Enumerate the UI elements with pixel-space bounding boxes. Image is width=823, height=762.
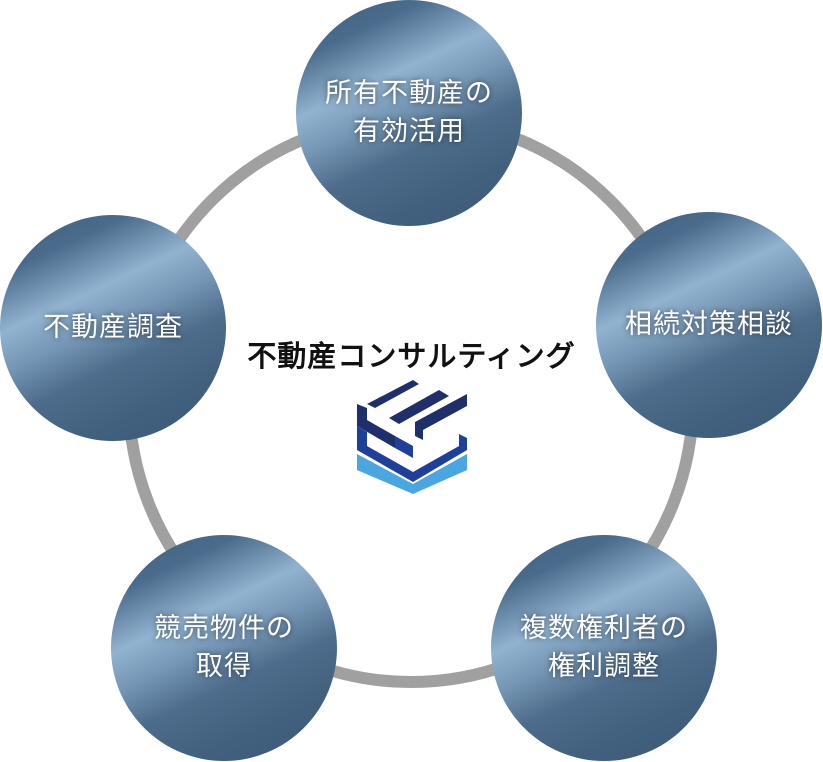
- node-label: 競売物件の取得: [154, 610, 294, 686]
- node-inheritance-consultation[interactable]: 相続対策相談: [596, 212, 822, 438]
- label-line: 取得: [196, 651, 252, 682]
- label-line: 競売物件の: [154, 613, 294, 644]
- node-label: 所有不動産の有効活用: [325, 75, 493, 151]
- logo-bar: [395, 436, 413, 458]
- company-logo-icon: [357, 380, 467, 494]
- label-line: 複数権利者の: [520, 613, 688, 644]
- logo-bar: [415, 394, 467, 440]
- label-line: 相続対策相談: [625, 309, 793, 340]
- node-property-utilization[interactable]: 所有不動産の有効活用: [296, 0, 522, 226]
- logo-bar: [357, 404, 395, 448]
- label-line: 所有不動産の: [325, 78, 493, 109]
- label-line: 権利調整: [548, 651, 660, 682]
- logo-bar: [357, 454, 467, 494]
- center-title: 不動産コンサルティング: [247, 339, 576, 373]
- logo-bar: [367, 380, 419, 408]
- node-property-survey[interactable]: 不動産調査: [0, 215, 226, 441]
- node-label: 複数権利者の権利調整: [520, 610, 688, 686]
- node-rights-adjustment[interactable]: 複数権利者の権利調整: [491, 535, 717, 761]
- node-auction-acquisition[interactable]: 競売物件の取得: [111, 535, 337, 761]
- label-line: 不動産調査: [43, 312, 183, 343]
- logo-bar: [357, 426, 467, 482]
- logo-bar: [389, 390, 449, 424]
- label-line: 有効活用: [353, 116, 465, 147]
